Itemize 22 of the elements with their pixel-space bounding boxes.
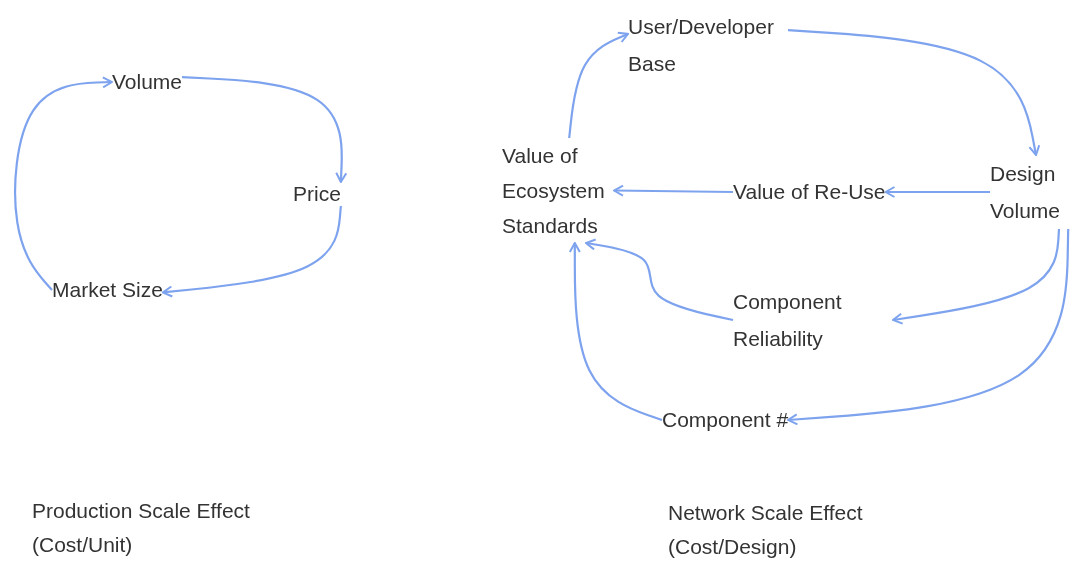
node-label: Design Volume: [990, 161, 1062, 224]
arrow: [787, 29, 1041, 156]
node-label: Component #: [662, 408, 789, 432]
arrow: [613, 184, 733, 197]
arrow: [14, 76, 113, 291]
arrow: [568, 31, 629, 139]
node-label: Component Reliability: [733, 289, 843, 352]
node-label: Value of Re-Use: [733, 180, 886, 204]
arrow: [161, 205, 342, 298]
arrow: [884, 186, 990, 198]
arrow: [182, 76, 348, 183]
arrow: [585, 238, 734, 322]
caption-text: Production Scale Effect (Cost/Unit): [32, 498, 251, 558]
caption-text: Network Scale Effect (Cost/Design): [668, 500, 864, 560]
arrow: [787, 228, 1070, 426]
arrow: [568, 242, 663, 422]
node-label: Value of Ecosystem Standards: [502, 143, 606, 239]
node-label: Volume: [112, 70, 183, 94]
arrow: [892, 228, 1061, 325]
node-label: Market Size: [52, 278, 163, 302]
node-label: User/Developer Base: [628, 14, 775, 77]
node-label: Price: [293, 182, 341, 206]
